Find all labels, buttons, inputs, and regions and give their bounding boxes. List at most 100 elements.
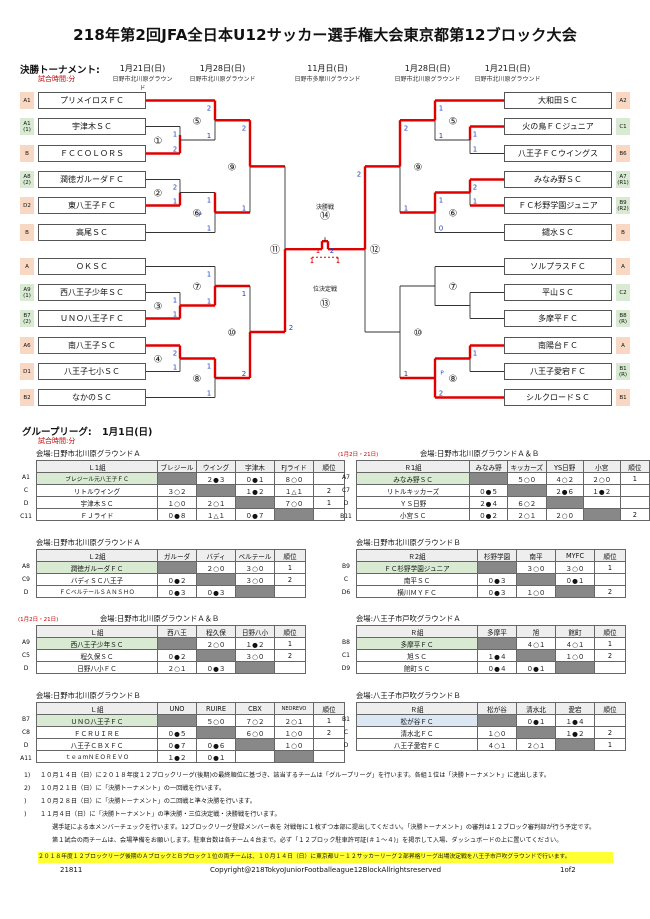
bracket-team: 南八王子ＳＣ — [38, 337, 146, 354]
group-score: ０●１ — [235, 472, 275, 485]
group-team: みなみ野ＳＣ — [355, 472, 471, 485]
bracket-team: 火の鳥ＦＣジュニア — [504, 118, 612, 135]
group-score — [555, 738, 595, 751]
group-score: １○０ — [555, 649, 595, 662]
group-seed: D — [343, 500, 349, 507]
bracket-team: プリメイロスＦＣ — [38, 92, 146, 109]
group-score: ６○０ — [235, 726, 275, 739]
bracket-seed: A2 — [616, 92, 630, 109]
group-score — [235, 496, 275, 509]
group-col-header: みなみ野 — [469, 460, 508, 473]
group-score — [545, 496, 584, 509]
group-team: ｔｅａｍＮＥＯＲＥＶＯ — [36, 750, 158, 763]
group-score: ２○１ — [157, 661, 197, 674]
bracket-venue-5: 日野市北川原グラウンド — [474, 76, 541, 83]
group-score: ３○０ — [555, 561, 595, 574]
bracket-label: ③ — [154, 302, 163, 313]
bracket-score: 1 — [473, 198, 477, 206]
bracket-score: 1 — [207, 197, 211, 205]
group-seed: D9 — [341, 665, 351, 672]
group-seed: C — [343, 576, 349, 583]
group-seed: C9 — [21, 576, 30, 583]
group-rank — [274, 661, 306, 674]
bracket-seed: C2 — [616, 284, 630, 301]
group-score: ０●３ — [477, 573, 517, 586]
group-seed: B9 — [342, 563, 350, 570]
bracket-score: 2 — [439, 390, 443, 398]
group-name: Ｒ組 — [356, 702, 478, 715]
group-rank: 2 — [594, 585, 626, 598]
bracket-time-note: 試合時間:分 — [38, 75, 76, 83]
group-score — [196, 484, 236, 497]
bracket-venue-4: 日野市北川原グラウンド — [394, 76, 461, 83]
group-col-header: 日野八小 — [235, 625, 275, 638]
bracket-label: 位決定戦 — [313, 285, 337, 293]
group-rank — [594, 573, 626, 586]
group-rank-header: 順位 — [594, 625, 626, 638]
group-score: ０●７ — [235, 508, 275, 521]
group-score: ０●６ — [196, 738, 236, 751]
bracket-score: 1 — [439, 105, 443, 113]
group-rank: 2 — [313, 484, 345, 497]
group-team: 横川ＭＹＦＣ — [356, 585, 478, 598]
bracket-score: 1 — [207, 363, 211, 371]
group-score: ２○０ — [582, 472, 621, 485]
bracket-team: なかのＳＣ — [38, 389, 146, 406]
group-col-header: NEOREVO — [274, 702, 314, 715]
bracket-seed: A — [20, 258, 34, 275]
bracket-date-2: 1月28日(日) — [199, 64, 246, 73]
bracket-label: 決勝戦 — [316, 203, 334, 211]
bracket-label: ⑥ — [193, 209, 202, 220]
group-score — [157, 561, 197, 574]
group-score — [235, 585, 275, 598]
bracket-seed: D2 — [20, 197, 34, 214]
bracket-score: 1 — [310, 257, 314, 265]
group-score: １●２ — [235, 484, 275, 497]
group-score — [477, 714, 517, 727]
bracket-seed: B1 (R) — [616, 363, 630, 380]
bracket-team: 八王子ＦＣウイングス — [504, 145, 612, 162]
group-score: ０●３ — [157, 585, 197, 598]
group-score: ０●５ — [469, 484, 508, 497]
group-score: ０●４ — [477, 661, 517, 674]
footer-copyright: Copyright@218TokyoJuniorFootballeague12B… — [210, 866, 442, 874]
group-team: ＵＮＯ八王子ＦＣ — [36, 714, 158, 727]
group-score: ２○０ — [545, 508, 584, 521]
group-team: 程久保ＳＣ — [36, 649, 158, 662]
bracket-date-1: 1月21日(日) — [119, 64, 166, 73]
group-score — [469, 472, 508, 485]
group-col-header: 館町 — [555, 625, 595, 638]
bracket-seed: A6 — [20, 337, 34, 354]
group-team: ＦＣ杉野学園ジュニア — [356, 561, 478, 574]
group-rank-header: 順位 — [619, 460, 650, 473]
bracket-score: 2 — [207, 105, 211, 113]
bracket-score: 1 — [207, 271, 211, 279]
group-score — [157, 637, 197, 650]
group-team: ＦＣベルテールＳＡＮＳＨＯ — [36, 585, 158, 598]
note-number: ) — [24, 811, 27, 818]
note-text: 第１試合の両チームは、会場準備をお願いします。駐車台数は各チーム４台まで。必ず「… — [52, 837, 563, 844]
group-team: 多摩平ＦＣ — [356, 637, 478, 650]
group-rank: 1 — [274, 561, 306, 574]
group-team: 日野八小ＦＣ — [36, 661, 158, 674]
bracket-score: 0 — [439, 225, 443, 233]
group-name: Ｒ1組 — [355, 460, 471, 473]
group-score: ０●３ — [196, 585, 236, 598]
bracket-score: 1 — [173, 311, 177, 319]
group-score: ２○０ — [196, 637, 236, 650]
bracket-score: 2 — [242, 124, 246, 132]
bracket-label: ⑭ — [320, 210, 330, 222]
group-seed: C5 — [21, 652, 30, 659]
group-rank-header: 順位 — [313, 702, 345, 715]
bracket-label: ⑨ — [414, 162, 423, 173]
group-score: ０●１ — [516, 714, 556, 727]
bracket-label: ⑦ — [449, 282, 458, 293]
group-seed: A8 — [22, 563, 30, 570]
bracket-seed: B9 (R2) — [616, 197, 630, 214]
